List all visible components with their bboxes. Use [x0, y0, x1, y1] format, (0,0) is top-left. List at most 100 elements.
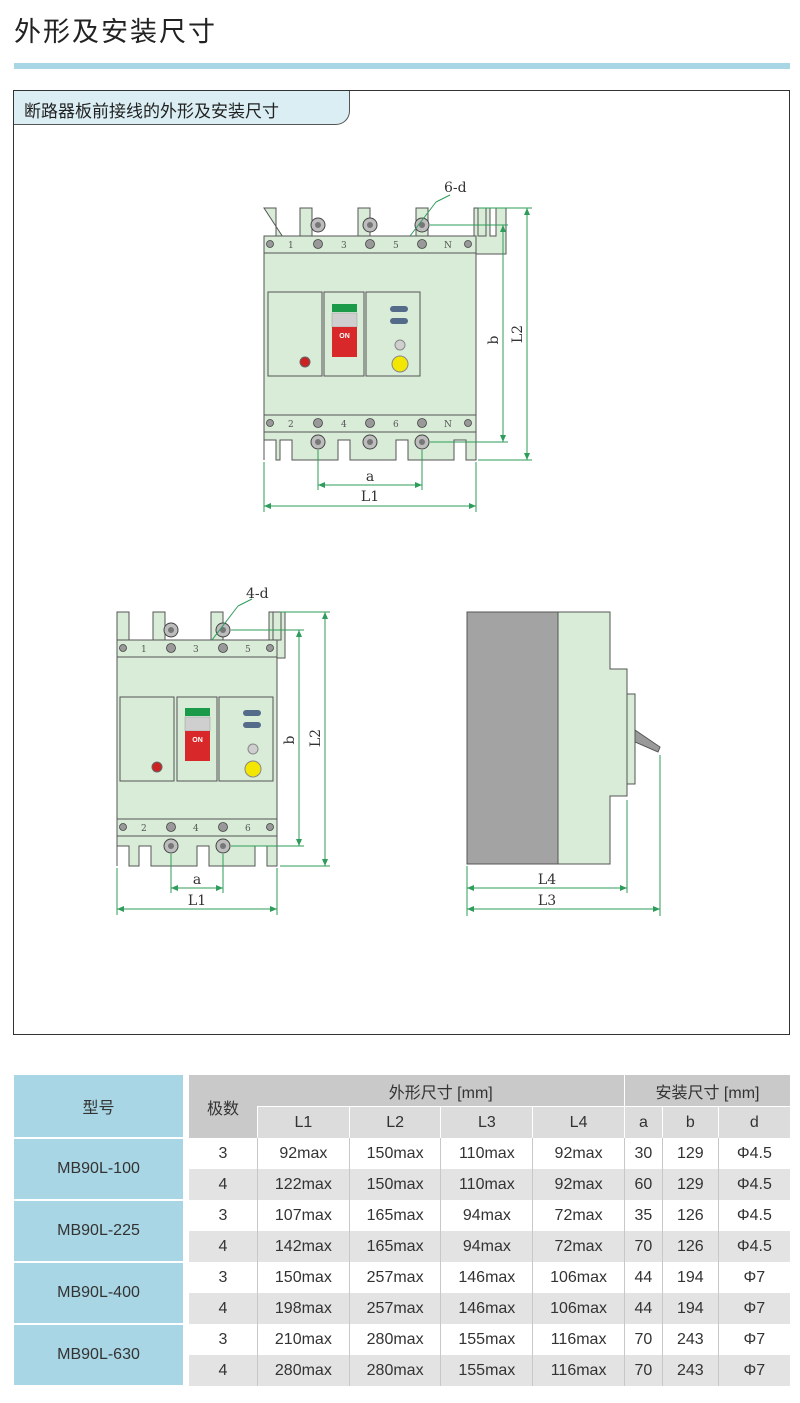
- value-cell-a: 60: [623, 1169, 663, 1200]
- value-cell-b: 243: [661, 1324, 719, 1355]
- dim-L1: L1: [188, 893, 206, 909]
- poles-cell: 4: [183, 1231, 258, 1262]
- value-cell-L1: 122max: [257, 1169, 350, 1200]
- value-cell-L3: 155max: [440, 1324, 533, 1355]
- dim-L2: L2: [510, 325, 526, 343]
- model-cell: MB90L-225: [14, 1200, 186, 1263]
- value-cell-L2: 280max: [348, 1355, 441, 1386]
- value-cell-L4: 92max: [532, 1138, 625, 1169]
- model-cell: MB90L-400: [14, 1262, 186, 1325]
- value-cell-d: Φ4.5: [717, 1138, 790, 1169]
- terminal-label: 2: [288, 420, 294, 430]
- value-cell-d: Φ4.5: [717, 1200, 790, 1231]
- value-cell-b: 194: [661, 1262, 719, 1293]
- poles-cell: 4: [183, 1169, 258, 1200]
- terminal-label: 6: [393, 420, 399, 430]
- header-poles: 极数: [183, 1075, 258, 1138]
- value-cell-L3: 94max: [440, 1200, 533, 1231]
- value-cell-b: 126: [661, 1200, 719, 1231]
- value-cell-a: 70: [623, 1231, 663, 1262]
- poles-cell: 4: [183, 1355, 258, 1386]
- header-model: 型号: [14, 1075, 186, 1139]
- value-cell-L4: 72max: [532, 1231, 625, 1262]
- value-cell-L2: 257max: [348, 1293, 441, 1324]
- hole-callout: 4-d: [246, 586, 269, 602]
- subheader-L1: L1: [257, 1106, 350, 1138]
- dimension-table: 型号 极数 外形尺寸 [mm] 安装尺寸 [mm] L1 L2 L3 L4 a …: [14, 1075, 790, 1387]
- poles-cell: 3: [183, 1262, 258, 1293]
- terminal-label: 4: [193, 824, 199, 834]
- value-cell-d: Φ7: [717, 1262, 790, 1293]
- value-cell-a: 44: [623, 1262, 663, 1293]
- value-cell-a: 44: [623, 1293, 663, 1324]
- value-cell-d: Φ7: [717, 1293, 790, 1324]
- value-cell-a: 70: [623, 1355, 663, 1386]
- value-cell-L3: 94max: [440, 1231, 533, 1262]
- value-cell-L1: 198max: [257, 1293, 350, 1324]
- poles-cell: 3: [183, 1138, 258, 1169]
- terminal-label: 3: [341, 241, 347, 251]
- header-install: 安装尺寸 [mm]: [623, 1075, 790, 1107]
- poles-cell: 3: [183, 1200, 258, 1231]
- model-cell: MB90L-630: [14, 1324, 186, 1387]
- three-pole-front-view: 1 3 5 2 4 6 ON 4-d b L2 a L1: [116, 586, 330, 915]
- terminal-label: 6: [245, 824, 251, 834]
- terminal-label: N: [444, 420, 452, 430]
- dim-a: a: [193, 872, 201, 888]
- terminal-label: 5: [393, 241, 399, 251]
- value-cell-L3: 110max: [440, 1169, 533, 1200]
- subheader-L4: L4: [532, 1106, 625, 1138]
- value-cell-a: 30: [623, 1138, 663, 1169]
- subheader-b: b: [661, 1106, 719, 1138]
- value-cell-L2: 165max: [348, 1200, 441, 1231]
- value-cell-b: 194: [661, 1293, 719, 1324]
- value-cell-L3: 146max: [440, 1262, 533, 1293]
- value-cell-L1: 280max: [257, 1355, 350, 1386]
- dim-L1: L1: [361, 489, 379, 505]
- terminal-label: 5: [245, 645, 251, 655]
- value-cell-L1: 92max: [257, 1138, 350, 1169]
- dim-b: b: [282, 735, 298, 744]
- four-pole-front-view: 1 3 5 N 2 4 6 N ON 6-d b L2: [263, 180, 532, 512]
- value-cell-d: Φ4.5: [717, 1169, 790, 1200]
- value-cell-L1: 142max: [257, 1231, 350, 1262]
- poles-cell: 4: [183, 1293, 258, 1324]
- switch-label: ON: [339, 333, 350, 340]
- terminal-label: 2: [141, 824, 147, 834]
- dim-L3: L3: [538, 893, 556, 909]
- value-cell-L4: 106max: [532, 1262, 625, 1293]
- value-cell-b: 243: [661, 1355, 719, 1386]
- value-cell-L2: 165max: [348, 1231, 441, 1262]
- dim-L4: L4: [538, 872, 556, 888]
- side-view: L4 L3: [466, 611, 661, 916]
- value-cell-L4: 92max: [532, 1169, 625, 1200]
- terminal-label: 1: [288, 241, 294, 251]
- value-cell-L1: 107max: [257, 1200, 350, 1231]
- terminal-label: 3: [193, 645, 199, 655]
- switch-label: ON: [192, 737, 203, 744]
- subheader-L3: L3: [440, 1106, 533, 1138]
- subheader-a: a: [623, 1106, 663, 1138]
- value-cell-L1: 210max: [257, 1324, 350, 1355]
- value-cell-b: 129: [661, 1169, 719, 1200]
- dim-a: a: [366, 469, 374, 485]
- value-cell-a: 35: [623, 1200, 663, 1231]
- page-title: 外形及安装尺寸: [14, 17, 217, 48]
- hole-callout: 6-d: [444, 180, 467, 196]
- value-cell-d: Φ4.5: [717, 1231, 790, 1262]
- value-cell-a: 70: [623, 1324, 663, 1355]
- dimension-drawing: 1 3 5 N 2 4 6 N ON 6-d b L2: [116, 180, 661, 916]
- value-cell-b: 126: [661, 1231, 719, 1262]
- subheader-d: d: [717, 1106, 790, 1138]
- terminal-label: 1: [141, 645, 147, 655]
- terminal-label: N: [444, 241, 452, 251]
- model-cell: MB90L-100: [14, 1138, 186, 1201]
- value-cell-d: Φ7: [717, 1355, 790, 1386]
